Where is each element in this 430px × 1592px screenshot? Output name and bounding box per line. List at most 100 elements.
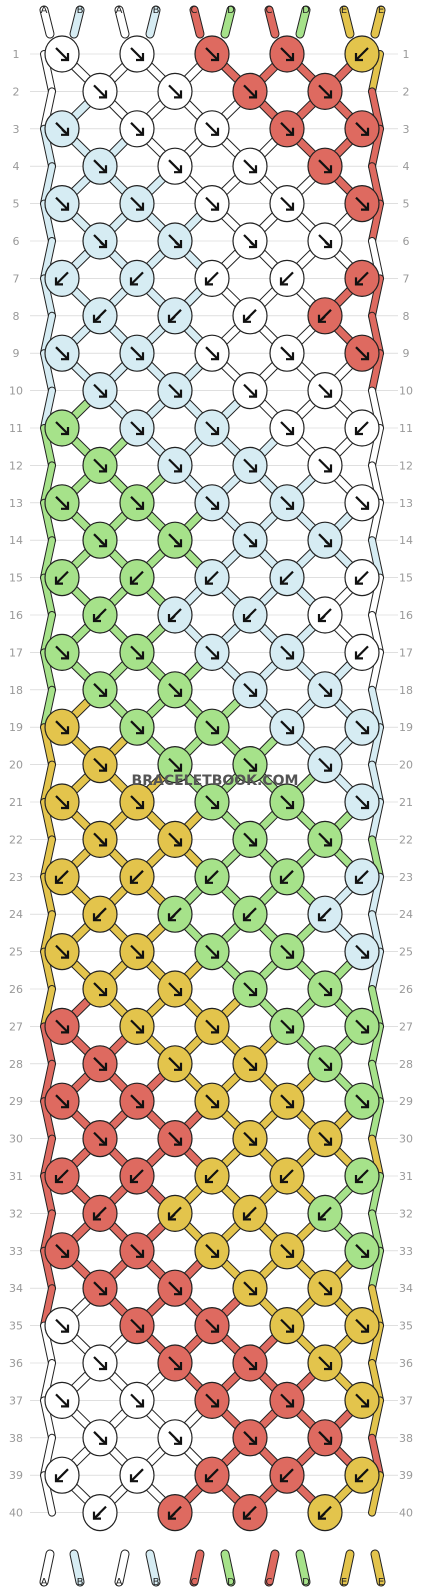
knot bbox=[44, 783, 80, 821]
knot bbox=[232, 222, 268, 260]
knot bbox=[82, 1344, 118, 1382]
arrow-shaft bbox=[168, 1057, 182, 1071]
row-number-left: 20 bbox=[9, 759, 23, 772]
bottom-string bbox=[221, 1550, 235, 1586]
arrow-back-mark bbox=[246, 1213, 251, 1218]
arrow-shaft bbox=[243, 159, 257, 173]
arrow-head bbox=[249, 763, 258, 772]
knot bbox=[344, 858, 380, 896]
arrow-se-back-icon bbox=[93, 1131, 108, 1146]
bottom-string bbox=[115, 1550, 129, 1586]
arrow-shaft bbox=[168, 159, 182, 173]
bottom-string-label: B bbox=[77, 1577, 84, 1588]
knot bbox=[119, 1306, 155, 1345]
bottom-string-label: E bbox=[341, 1577, 347, 1588]
knot bbox=[82, 521, 118, 559]
arrow-head bbox=[136, 127, 145, 136]
knot bbox=[307, 820, 343, 859]
knot bbox=[269, 708, 305, 746]
arrow-se-icon bbox=[205, 1094, 220, 1109]
arrow-shaft bbox=[55, 795, 69, 809]
knot bbox=[307, 745, 343, 784]
knot bbox=[157, 1269, 193, 1307]
knot bbox=[119, 35, 155, 73]
arrow-shaft bbox=[130, 196, 144, 211]
left-edge-strand bbox=[41, 649, 55, 693]
arrow-sw-back-icon bbox=[167, 608, 182, 623]
top-string bbox=[265, 6, 279, 38]
arrow-head bbox=[361, 1025, 370, 1034]
arrow-head bbox=[324, 1062, 333, 1071]
arrow-sw-icon bbox=[129, 570, 144, 585]
arrow-shaft bbox=[355, 720, 369, 734]
arrow-sw-back-icon bbox=[242, 309, 257, 323]
arrow-head bbox=[129, 875, 138, 884]
row-number-right: 35 bbox=[399, 1320, 413, 1333]
row-number-right: 18 bbox=[399, 684, 413, 697]
arrow-shaft bbox=[243, 84, 257, 99]
arrow-back-mark bbox=[249, 241, 254, 246]
arrow-se-icon bbox=[355, 1019, 370, 1034]
knot bbox=[232, 72, 268, 111]
arrow-shaft bbox=[355, 1019, 369, 1034]
arrow-shaft bbox=[93, 309, 107, 323]
arrow-se-icon bbox=[130, 645, 145, 660]
arrow-se-icon bbox=[280, 795, 295, 810]
left-edge-strand bbox=[41, 911, 55, 955]
knot bbox=[44, 334, 80, 372]
arrow-se-icon bbox=[280, 421, 295, 436]
knot bbox=[194, 708, 230, 746]
arrow-head bbox=[286, 127, 295, 136]
arrow-back-mark bbox=[96, 615, 101, 620]
arrow-head bbox=[324, 389, 333, 398]
arrow-se-icon bbox=[243, 383, 258, 398]
row-number-left: 39 bbox=[9, 1469, 23, 1482]
arrow-se-icon bbox=[355, 795, 370, 810]
arrow-head bbox=[354, 1474, 363, 1483]
arrow-shaft bbox=[280, 122, 294, 136]
arrow-shaft bbox=[318, 1057, 332, 1071]
arrow-shaft bbox=[130, 1169, 144, 1183]
arrow-sw-back-icon bbox=[242, 1206, 257, 1221]
right-edge-strand bbox=[369, 1210, 383, 1254]
arrow-head bbox=[361, 1324, 370, 1333]
arrow-shaft bbox=[93, 159, 107, 173]
arrow-se-icon bbox=[280, 1393, 295, 1408]
arrow-head bbox=[242, 913, 251, 922]
arrow-back-mark bbox=[96, 1513, 101, 1518]
arrow-head bbox=[99, 688, 108, 697]
arrow-se-icon bbox=[318, 757, 333, 772]
knot bbox=[307, 1344, 343, 1382]
bottom-string bbox=[265, 1550, 279, 1586]
arrow-head bbox=[54, 277, 63, 286]
arrow-shaft bbox=[318, 1206, 332, 1221]
arrow-shaft bbox=[55, 346, 69, 360]
arrow-head bbox=[249, 165, 258, 174]
arrow-se-icon bbox=[318, 84, 333, 99]
arrow-back-mark bbox=[61, 129, 66, 134]
row-number-left: 2 bbox=[13, 85, 20, 98]
arrow-shaft bbox=[243, 1281, 257, 1295]
arrow-head bbox=[249, 1287, 258, 1296]
knot bbox=[194, 1306, 230, 1345]
arrow-head bbox=[129, 1474, 138, 1483]
knot bbox=[157, 1419, 193, 1457]
knot bbox=[157, 1194, 193, 1233]
arrow-back-mark bbox=[174, 839, 179, 844]
left-edge-strand bbox=[41, 312, 55, 357]
arrow-shaft bbox=[318, 458, 332, 473]
bottom-string bbox=[371, 1550, 385, 1586]
knot bbox=[44, 1157, 80, 1195]
row-number-left: 4 bbox=[13, 160, 20, 173]
row-number-left: 27 bbox=[9, 1020, 23, 1033]
arrow-se-icon bbox=[205, 1019, 220, 1034]
knot bbox=[157, 1119, 193, 1158]
arrow-shaft bbox=[205, 1393, 219, 1408]
arrow-shaft bbox=[130, 346, 144, 360]
knot bbox=[44, 1232, 80, 1270]
arrow-shaft bbox=[205, 944, 219, 959]
arrow-se-icon bbox=[355, 1094, 370, 1109]
row-number-left: 18 bbox=[9, 684, 23, 697]
knot bbox=[344, 185, 380, 223]
